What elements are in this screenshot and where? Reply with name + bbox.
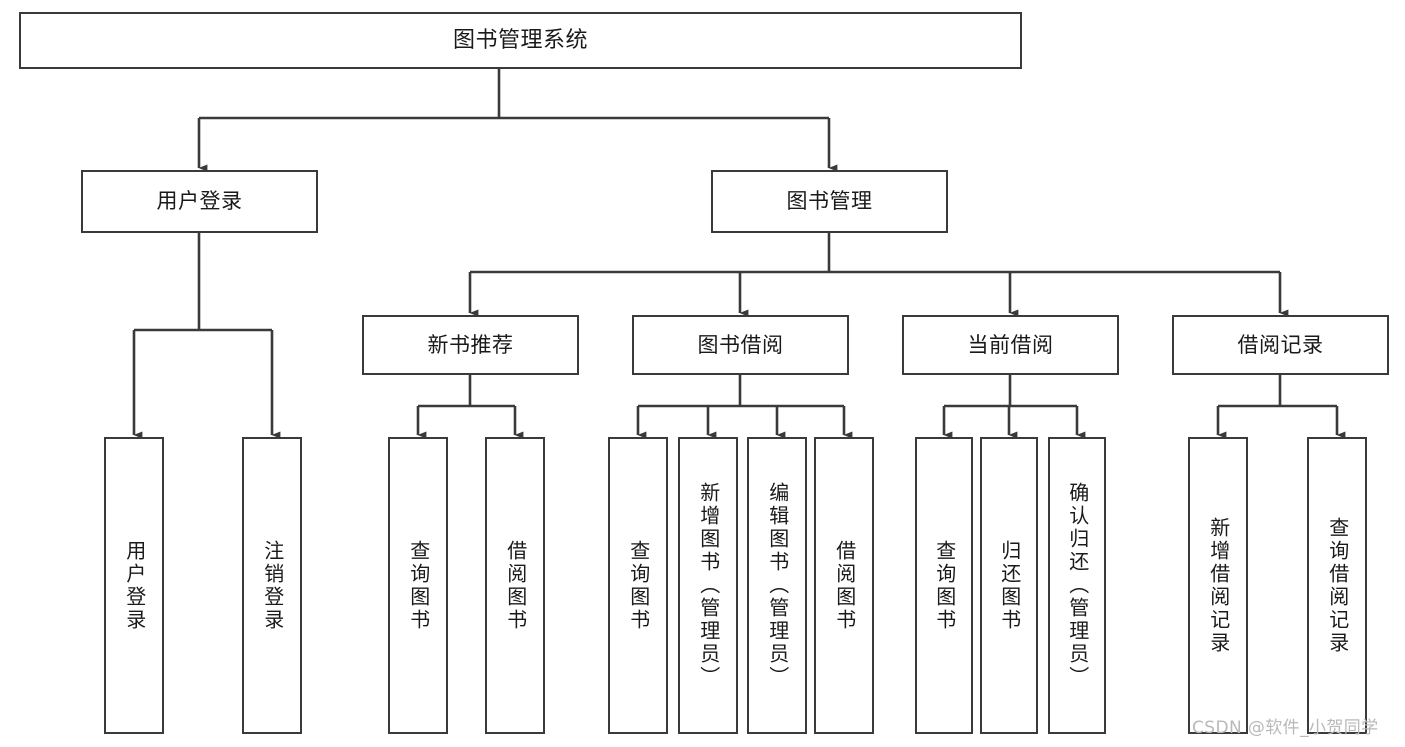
node-leaf-11-新增借阅记录[interactable]: 新增借阅记录	[1188, 437, 1248, 734]
node-leaf-8-查询图书[interactable]: 查询图书	[915, 437, 973, 734]
node-level1-0-用户登录[interactable]: 用户登录	[81, 170, 318, 233]
node-label: 图书管理系统	[452, 27, 588, 53]
node-label: 用户登录	[122, 539, 147, 632]
node-label: 查询图书	[932, 539, 957, 632]
node-label: 确认归还（管理员）	[1065, 482, 1090, 689]
node-leaf-6-编辑图书管理员[interactable]: 编辑图书（管理员）	[747, 437, 807, 734]
node-label: 注销登录	[260, 539, 285, 632]
node-leaf-1-注销登录[interactable]: 注销登录	[242, 437, 302, 734]
connector-group	[132, 69, 1346, 439]
node-leaf-5-新增图书管理员[interactable]: 新增图书（管理员）	[678, 437, 738, 734]
node-label: 借阅图书	[832, 539, 857, 632]
node-label: 新增图书（管理员）	[696, 482, 721, 689]
node-label: 查询图书	[626, 539, 651, 632]
node-leaf-3-借阅图书[interactable]: 借阅图书	[485, 437, 545, 734]
node-level1-1-图书管理[interactable]: 图书管理	[711, 170, 948, 233]
node-label: 新书推荐	[427, 332, 514, 357]
node-label: 当前借阅	[967, 332, 1054, 357]
node-label: 图书管理	[786, 189, 873, 214]
node-label: 查询借阅记录	[1325, 516, 1350, 655]
node-leaf-9-归还图书[interactable]: 归还图书	[980, 437, 1038, 734]
node-label: 图书借阅	[697, 332, 784, 357]
node-leaf-4-查询图书[interactable]: 查询图书	[608, 437, 668, 734]
node-label: 借阅图书	[503, 539, 528, 632]
node-leaf-7-借阅图书[interactable]: 借阅图书	[814, 437, 874, 734]
node-leaf-0-用户登录[interactable]: 用户登录	[104, 437, 164, 734]
node-leaf-10-确认归还管理员[interactable]: 确认归还（管理员）	[1048, 437, 1106, 734]
node-label: 编辑图书（管理员）	[765, 482, 790, 689]
node-leaf-12-查询借阅记录[interactable]: 查询借阅记录	[1307, 437, 1367, 734]
node-root-图书管理系统[interactable]: 图书管理系统	[19, 12, 1022, 69]
node-level2-1-图书借阅[interactable]: 图书借阅	[632, 315, 849, 375]
node-label: 归还图书	[997, 539, 1022, 632]
node-label: 借阅记录	[1237, 332, 1324, 357]
watermark-label: CSDN @软件_小贺同学	[1192, 718, 1379, 738]
node-label: 用户登录	[156, 189, 243, 214]
node-level2-3-借阅记录[interactable]: 借阅记录	[1172, 315, 1389, 375]
node-leaf-2-查询图书[interactable]: 查询图书	[388, 437, 448, 734]
node-level2-2-当前借阅[interactable]: 当前借阅	[902, 315, 1119, 375]
node-level2-0-新书推荐[interactable]: 新书推荐	[362, 315, 579, 375]
node-label: 查询图书	[406, 539, 431, 632]
node-label: 新增借阅记录	[1206, 516, 1231, 655]
